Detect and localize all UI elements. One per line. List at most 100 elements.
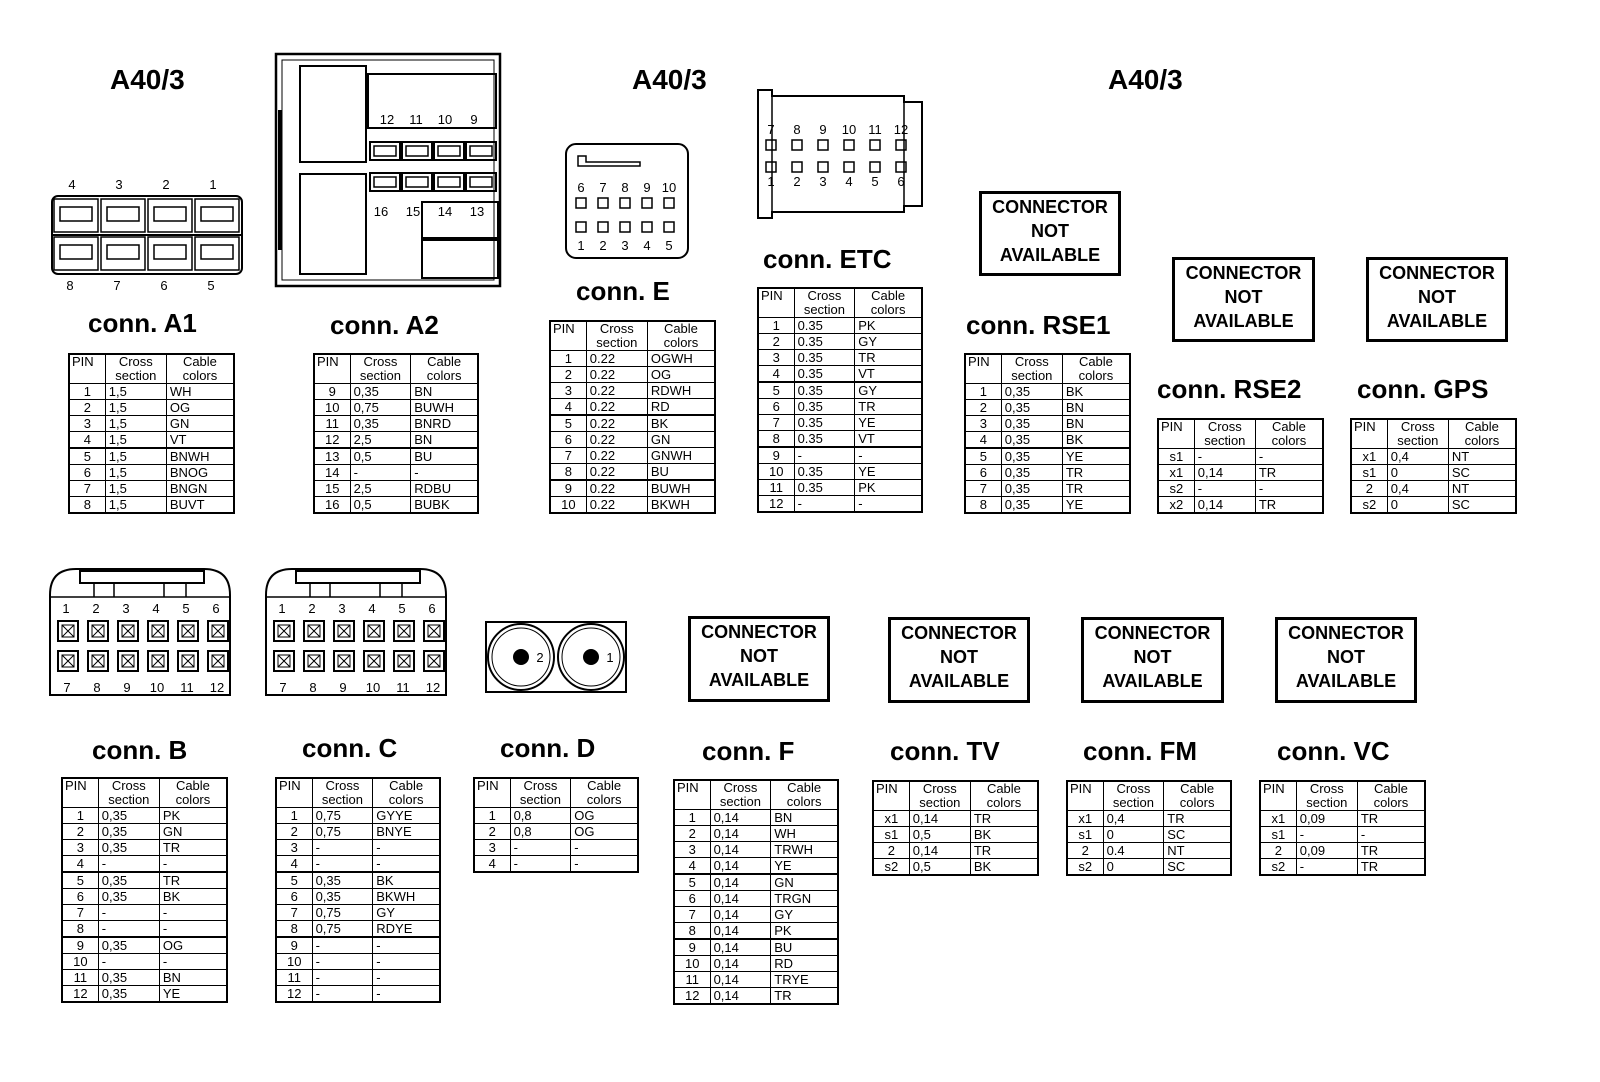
cable-color-cell: BN xyxy=(410,383,479,400)
cross-section-cell: 0.22 xyxy=(585,398,648,416)
cable-color-cell: TR xyxy=(1163,810,1232,827)
heading-a40-3-left: A40/3 xyxy=(110,64,185,95)
pin-cavity xyxy=(641,221,653,233)
cross-section-cell: 0.35 xyxy=(793,479,856,496)
cross-section-cell: 0,14 xyxy=(1193,464,1256,481)
cable-color-cell: GN xyxy=(165,415,235,432)
pin-number-label: 2 xyxy=(162,177,169,192)
pin-cavity xyxy=(100,236,146,271)
cable-color-cell: BKWH xyxy=(372,888,441,905)
column-header: PIN xyxy=(1350,418,1388,449)
coax-pin xyxy=(583,649,599,665)
pin-cell: 2 xyxy=(964,399,1002,416)
cross-section-cell: - xyxy=(97,953,160,970)
pin-cell: 8 xyxy=(68,496,106,514)
pin-cell: 5 xyxy=(673,874,711,891)
panel xyxy=(367,73,497,129)
pin-cavity xyxy=(87,620,109,642)
pin-cavity xyxy=(151,624,165,638)
pin-cell: 2 xyxy=(757,333,795,350)
cross-section-cell: 0,35 xyxy=(97,807,160,824)
pin-cavity xyxy=(106,206,140,222)
cable-color-cell: PK xyxy=(770,922,839,940)
cross-section-cell: 1,5 xyxy=(104,399,167,416)
cable-color-cell: GY xyxy=(770,906,839,923)
pin-cell: 5 xyxy=(275,872,313,889)
pin-cavity xyxy=(619,221,631,233)
cross-section-cell: 0,35 xyxy=(349,415,412,432)
cross-section-cell: 0,14 xyxy=(709,841,772,858)
cable-color-cell: TRWH xyxy=(770,841,839,858)
cable-color-cell: RDWH xyxy=(646,382,716,399)
cable-color-cell: - xyxy=(410,464,479,481)
pin-cell: 12 xyxy=(313,431,351,449)
pin-cell: 8 xyxy=(549,463,587,481)
cross-section-cell: 0,5 xyxy=(349,496,412,514)
cross-section-cell: 0,35 xyxy=(1000,464,1063,481)
cross-section-cell: 0,35 xyxy=(349,383,412,400)
cable-color-cell: GY xyxy=(854,333,923,350)
pin-cavity xyxy=(307,654,321,668)
cable-color-cell: BN xyxy=(1061,415,1131,432)
pin-cavity xyxy=(121,624,135,638)
pin-cavity xyxy=(87,650,109,672)
cross-section-cell: 0,35 xyxy=(97,985,160,1003)
pin-cell: 1 xyxy=(275,807,313,824)
pin-cavity xyxy=(121,654,135,668)
pin-cell: 6 xyxy=(757,398,795,415)
pin-cell: 10 xyxy=(61,953,99,970)
pin-cell: 7 xyxy=(275,904,313,921)
pin-cavity xyxy=(194,198,240,233)
cross-section-cell: 0.35 xyxy=(793,382,856,399)
cable-color-cell: NT xyxy=(1447,448,1517,465)
coax-socket xyxy=(491,627,551,687)
pin-cell: 10 xyxy=(275,953,313,970)
pin-cell: 7 xyxy=(68,480,106,497)
cable-color-cell: TR xyxy=(158,839,228,856)
pin-cavity xyxy=(307,624,321,638)
cable-color-cell: - xyxy=(1254,448,1324,465)
cross-section-cell: 0,14 xyxy=(709,922,772,940)
pin-cell: 6 xyxy=(68,464,106,481)
cross-section-cell: - xyxy=(311,969,374,986)
pin-cavity xyxy=(303,650,325,672)
pin-cell: 2 xyxy=(275,823,313,840)
pin-cell: 7 xyxy=(757,414,795,431)
cross-section-cell: 0,35 xyxy=(1000,448,1063,465)
pin-cavity xyxy=(153,206,187,222)
pin-cell: 1 xyxy=(473,807,511,824)
cable-color-cell: BN xyxy=(770,809,839,826)
pin-cavity xyxy=(363,620,385,642)
pin-cell: 12 xyxy=(275,985,313,1003)
pin-cavity xyxy=(427,624,441,638)
pin-cavity xyxy=(405,176,429,188)
latch xyxy=(93,583,187,597)
pin-number-label: 10 xyxy=(366,680,380,695)
pin-number-label: 7 xyxy=(113,278,120,293)
cross-section-cell: 0,14 xyxy=(709,987,772,1005)
cable-color-cell: TR xyxy=(158,872,228,889)
heading-a40-3-right: A40/3 xyxy=(1108,64,1183,95)
